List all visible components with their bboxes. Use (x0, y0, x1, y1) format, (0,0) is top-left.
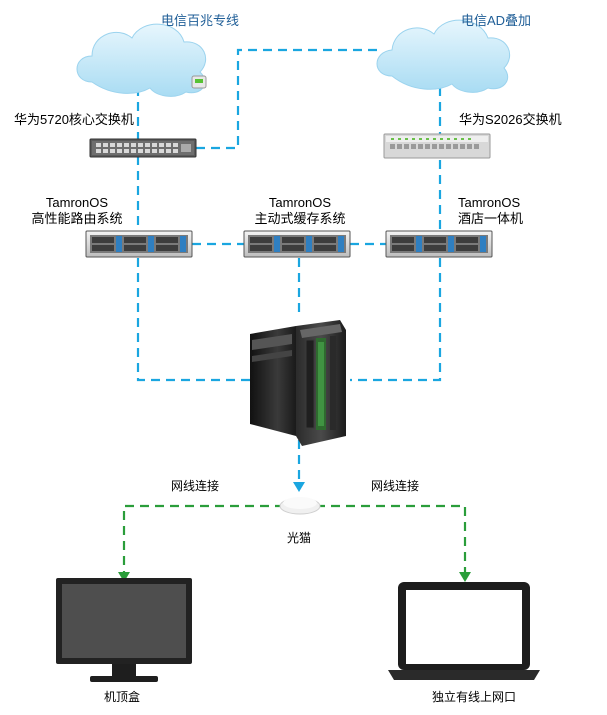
link-left-router-server (136, 258, 250, 382)
link-right-router-server (350, 258, 442, 382)
monitor-icon (56, 578, 192, 682)
cloud-icon-left (76, 23, 207, 97)
laptop-label: 独立有线上网口 (432, 690, 517, 704)
server-tower-icon (250, 320, 346, 446)
link-modem-monitor (122, 504, 284, 572)
cloud-icon-right (376, 19, 510, 93)
link-left-label: 网线连接 (171, 479, 220, 493)
router-center-line2: 主动式缓存系统 (254, 211, 346, 226)
cloud-left-label: 电信百兆专线 (161, 13, 240, 28)
modem-icon (279, 497, 321, 515)
monitor-label: 机顶盒 (104, 690, 141, 704)
router-center-label: TamronOS 主动式缓存系统 (245, 195, 355, 227)
switch-icon-left (89, 138, 197, 158)
switch-right-label: 华为S2026交换机 (459, 112, 562, 127)
arrow-to-monitor (118, 572, 130, 582)
router-right-line1: TamronOS (458, 195, 521, 210)
router-icon-left (85, 230, 193, 258)
laptop-icon (388, 582, 540, 680)
router-right-line2: 酒店一体机 (458, 211, 524, 226)
router-left-line2: 高性能路由系统 (31, 211, 123, 226)
green-links (122, 504, 467, 572)
router-icon-right (385, 230, 493, 258)
arrow-to-laptop (459, 572, 471, 582)
switch-left-label: 华为5720核心交换机 (14, 112, 134, 127)
router-right-label: TamronOS 酒店一体机 (444, 195, 554, 227)
cloud-right-label: 电信AD叠加 (461, 13, 532, 28)
router-left-line1: TamronOS (45, 195, 109, 210)
arrow-to-modem (293, 482, 305, 492)
router-left-label: TamronOS 高性能路由系统 (22, 195, 132, 227)
router-center-line1: TamronOS (268, 195, 332, 210)
link-modem-laptop (316, 504, 467, 572)
modem-label: 光猫 (287, 531, 312, 545)
link-switch-to-ad-cloud (196, 48, 380, 150)
router-icon-center (243, 230, 351, 258)
blue-links (136, 48, 442, 482)
link-right-label: 网线连接 (371, 479, 420, 493)
switch-icon-right (383, 133, 491, 159)
